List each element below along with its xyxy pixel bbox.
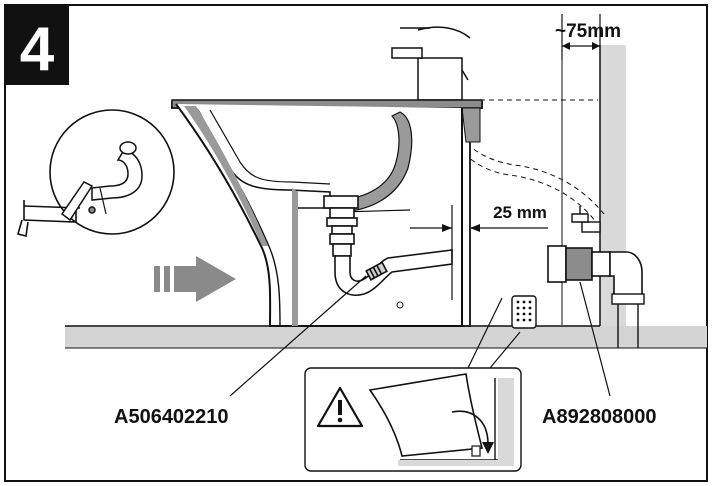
step-number: 4 xyxy=(20,15,55,84)
direction-arrow-icon xyxy=(154,256,236,302)
wall-gap-dimension: ~75mm xyxy=(555,14,621,60)
pipe-offset-label: 25 mm xyxy=(493,203,547,222)
faucet xyxy=(391,26,471,101)
inset-callout-lines xyxy=(467,297,521,369)
trap-part-code: A506402210 xyxy=(114,406,229,428)
marking-stamp xyxy=(511,295,537,329)
wall-connector xyxy=(547,245,645,348)
angle-valve xyxy=(571,206,601,233)
inset-panel xyxy=(304,367,522,472)
drain-trap xyxy=(323,195,453,296)
outer-frame xyxy=(4,4,708,482)
toilet-body xyxy=(171,99,483,327)
connector-part-code: A892808000 xyxy=(542,406,657,428)
wall-gap-label: ~75mm xyxy=(555,21,621,42)
floor xyxy=(65,325,707,349)
part-leader-lines xyxy=(229,275,611,397)
step-badge: 4 xyxy=(5,5,69,85)
pipe-offset-dimension: 25 mm xyxy=(410,203,548,300)
pipe-being-cut xyxy=(60,141,143,222)
cutting-detail xyxy=(17,109,175,237)
warning-icon xyxy=(316,386,364,428)
